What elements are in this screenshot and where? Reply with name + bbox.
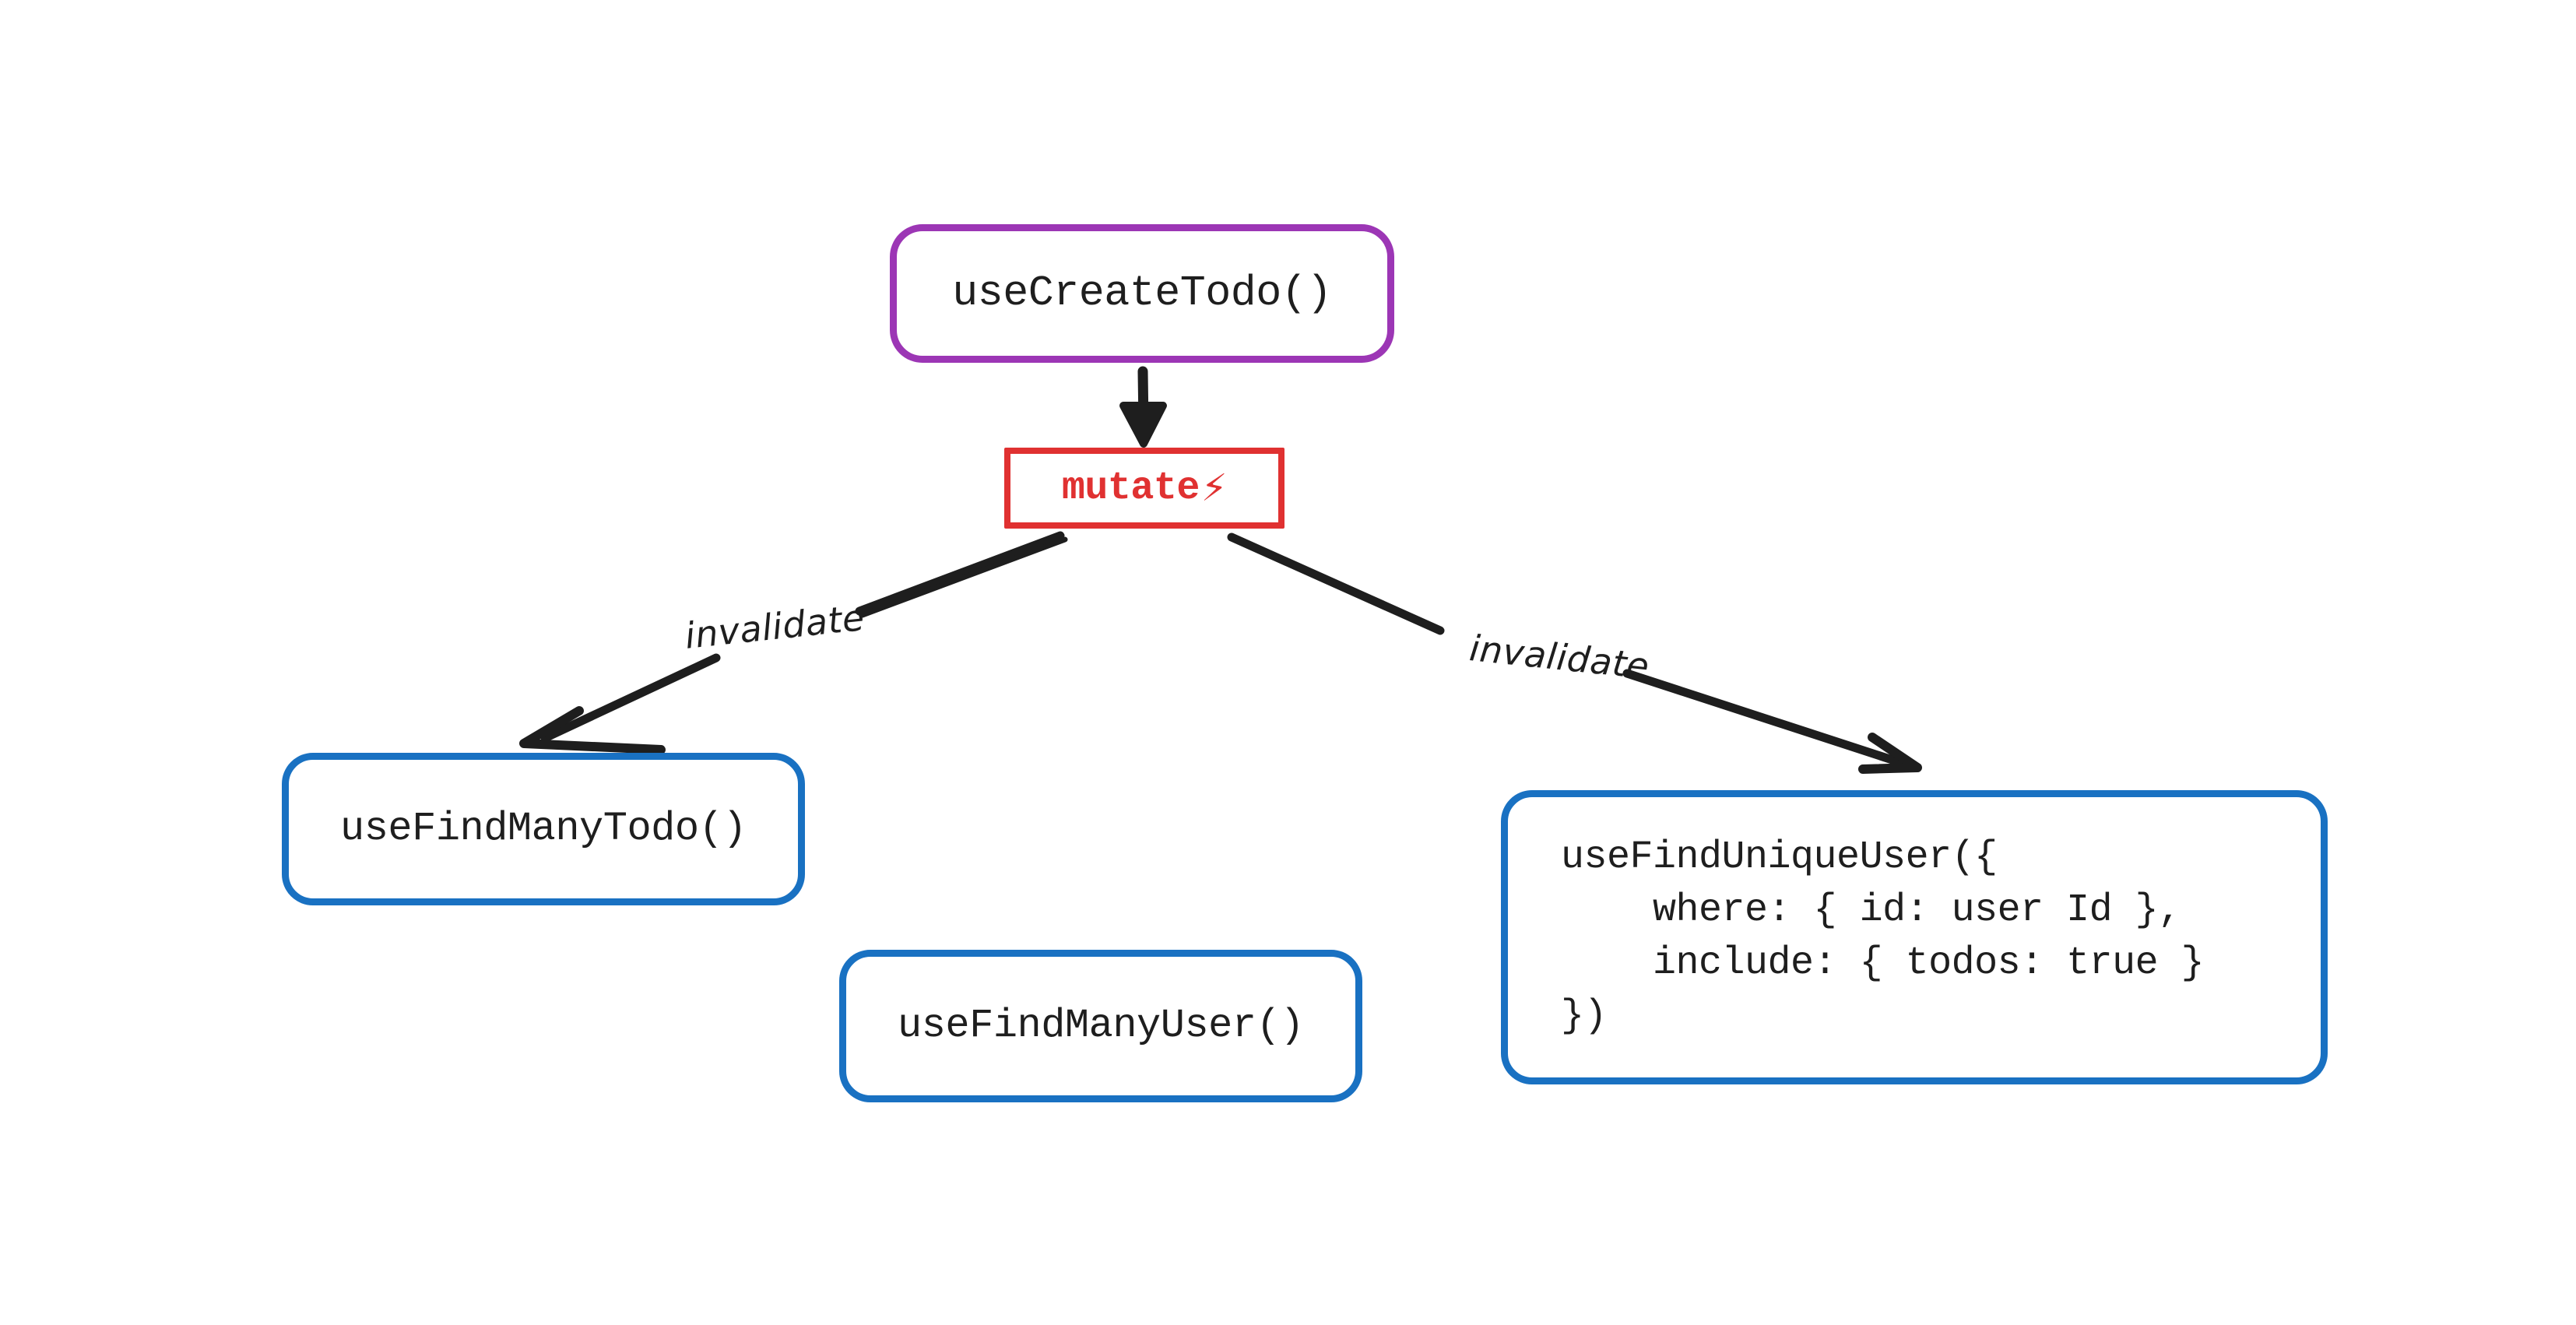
node-use-find-unique-user-label: useFindUniqueUser({ where: { id: user Id…: [1561, 835, 2205, 1039]
node-use-create-todo-label: useCreateTodo(): [952, 269, 1332, 318]
node-mutate[interactable]: mutate⚡: [1004, 448, 1284, 529]
edge-label-invalidate-left: invalidate: [683, 596, 867, 657]
node-use-find-many-todo-label: useFindManyTodo(): [340, 806, 747, 852]
node-use-create-todo[interactable]: useCreateTodo(): [890, 224, 1394, 363]
node-use-find-many-user-label: useFindManyUser(): [898, 1003, 1305, 1049]
node-mutate-text: mutate: [1061, 466, 1200, 511]
node-use-find-many-todo[interactable]: useFindManyTodo(): [282, 753, 805, 905]
node-use-find-unique-user[interactable]: useFindUniqueUser({ where: { id: user Id…: [1501, 790, 2328, 1084]
edge-label-invalidate-right: invalidate: [1467, 627, 1652, 688]
edge-create-to-mutate: [1119, 366, 1167, 448]
node-use-find-many-user[interactable]: useFindManyUser(): [839, 950, 1362, 1102]
node-mutate-label: mutate⚡: [1061, 463, 1228, 514]
high-voltage-icon: ⚡: [1200, 466, 1228, 510]
